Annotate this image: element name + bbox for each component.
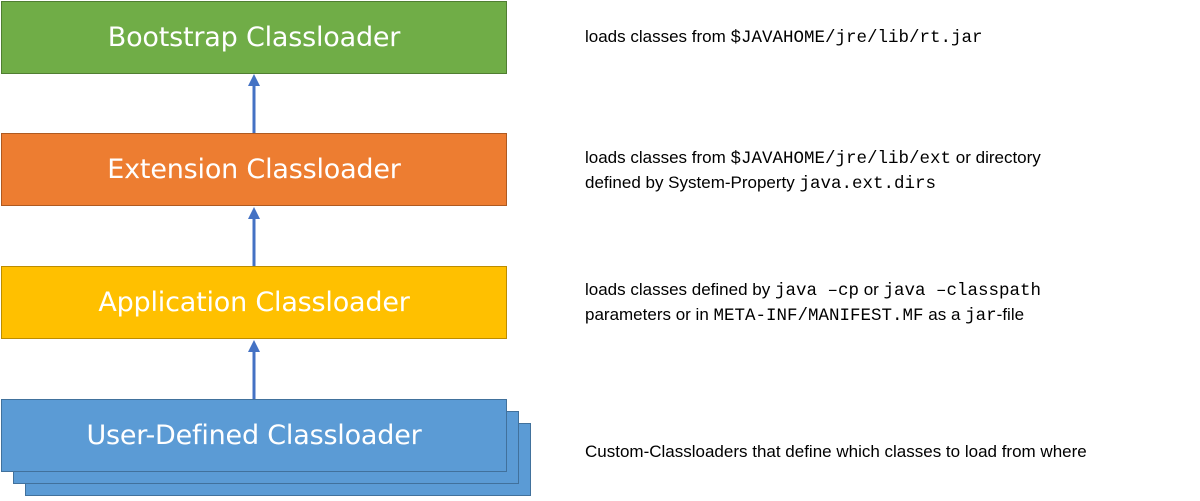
- application-description-prefix: loads classes defined by: [585, 280, 775, 299]
- arrow-user-defined-to-application: [248, 340, 260, 399]
- extension-description-line-1: loads classes from $JAVAHOME/jre/lib/ext…: [585, 146, 1041, 171]
- application-manifest: META-INF/MANIFEST.MF: [713, 306, 924, 326]
- application-cmd-cp: java –cp: [774, 281, 859, 301]
- bootstrap-description-prefix: loads classes from: [585, 27, 731, 46]
- extension-property: java.ext.dirs: [799, 174, 937, 194]
- extension-description-line-2: defined by System-Property java.ext.dirs: [585, 171, 1041, 196]
- extension-path: $JAVAHOME/jre/lib/ext: [730, 149, 952, 169]
- user-defined-classloader-box: User-Defined Classloader: [1, 399, 507, 472]
- application-description-line-2: parameters or in META-INF/MANIFEST.MF as…: [585, 303, 1041, 328]
- bootstrap-description: loads classes from $JAVAHOME/jre/lib/rt.…: [585, 25, 983, 50]
- user-defined-description-text: Custom-Classloaders that define which cl…: [585, 442, 1087, 461]
- bootstrap-classloader-box: Bootstrap Classloader: [1, 1, 507, 74]
- application-description-line-1: loads classes defined by java –cp or jav…: [585, 278, 1041, 303]
- application-jar: jar: [965, 306, 997, 326]
- application-description-mid: or: [858, 280, 884, 299]
- extension-description-prefix: loads classes from: [585, 148, 731, 167]
- extension-description-line2-prefix: defined by System-Property: [585, 173, 800, 192]
- application-description: loads classes defined by java –cp or jav…: [585, 278, 1041, 328]
- application-description-line2-suffix: -file: [996, 305, 1025, 324]
- user-defined-classloader-label: User-Defined Classloader: [86, 420, 422, 451]
- bootstrap-classloader-label: Bootstrap Classloader: [107, 22, 401, 53]
- application-description-line2-mid: as a: [923, 305, 966, 324]
- arrow-extension-to-bootstrap: [248, 74, 260, 133]
- extension-description-mid: or directory: [951, 148, 1041, 167]
- application-classloader-label: Application Classloader: [98, 287, 410, 318]
- extension-description: loads classes from $JAVAHOME/jre/lib/ext…: [585, 146, 1041, 196]
- user-defined-description: Custom-Classloaders that define which cl…: [585, 440, 1087, 464]
- application-description-line2-prefix: parameters or in: [585, 305, 714, 324]
- application-classloader-box: Application Classloader: [1, 266, 507, 339]
- delegation-arrows: [248, 74, 260, 399]
- extension-classloader-label: Extension Classloader: [107, 154, 401, 185]
- extension-classloader-box: Extension Classloader: [1, 133, 507, 206]
- arrow-application-to-extension: [248, 207, 260, 266]
- bootstrap-path: $JAVAHOME/jre/lib/rt.jar: [730, 28, 983, 48]
- application-cmd-classpath: java –classpath: [883, 281, 1042, 301]
